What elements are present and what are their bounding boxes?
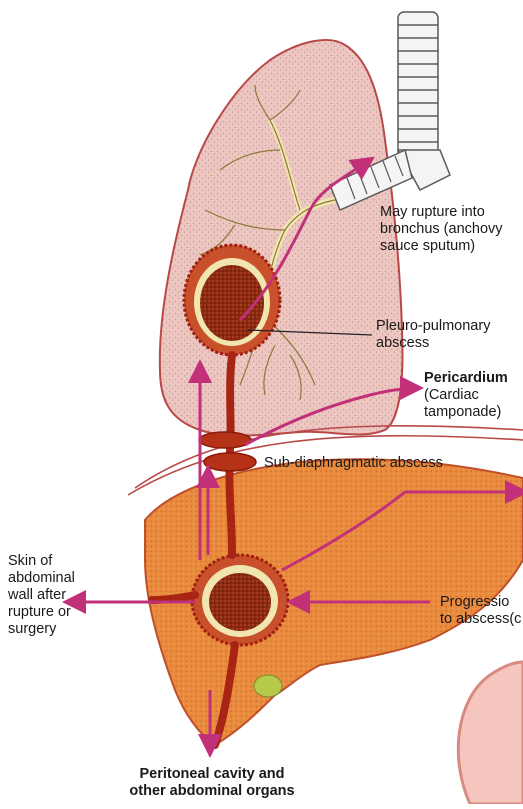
label-skin-line-5: surgery xyxy=(8,621,75,638)
label-progression-line-1: Progressio xyxy=(440,594,521,611)
label-progression-line-2: to abscess(c xyxy=(440,611,521,628)
label-skin-line-3: wall after xyxy=(8,587,75,604)
label-pleuro-pulmonary: Pleuro-pulmonary abscess xyxy=(376,318,490,352)
label-bronchus-line-2: bronchus (anchovy xyxy=(380,221,503,238)
label-skin: Skin of abdominal wall after rupture or … xyxy=(8,553,75,638)
label-pericardium-sub-1: (Cardiac xyxy=(424,387,508,404)
label-pericardium-title: Pericardium xyxy=(424,370,508,387)
colon xyxy=(458,662,523,804)
gallbladder xyxy=(254,675,282,697)
label-pericardium-sub-2: tamponade) xyxy=(424,404,508,421)
label-peritoneal: Peritoneal cavity and other abdominal or… xyxy=(112,766,312,800)
lung-abscess xyxy=(184,245,280,355)
label-progression: Progressio to abscess(c xyxy=(440,594,521,628)
label-pleuro-line-2: abscess xyxy=(376,335,490,352)
label-skin-line-2: abdominal xyxy=(8,570,75,587)
label-pericardium: Pericardium (Cardiac tamponade) xyxy=(424,370,508,421)
label-sub-diaphragmatic: Sub-diaphragmatic abscess xyxy=(264,455,443,472)
label-pleuro-line-1: Pleuro-pulmonary xyxy=(376,318,490,335)
label-peritoneal-line-1: Peritoneal cavity and xyxy=(112,766,312,783)
label-bronchus-line-1: May rupture into xyxy=(380,204,503,221)
label-peritoneal-line-2: other abdominal organs xyxy=(112,783,312,800)
label-skin-line-4: rupture or xyxy=(8,604,75,621)
label-bronchus: May rupture into bronchus (anchovy sauce… xyxy=(380,204,503,255)
label-bronchus-line-3: sauce sputum) xyxy=(380,238,503,255)
label-skin-line-1: Skin of xyxy=(8,553,75,570)
liver-abscess xyxy=(192,555,288,645)
label-sub-diaphragmatic-text: Sub-diaphragmatic abscess xyxy=(264,455,443,471)
